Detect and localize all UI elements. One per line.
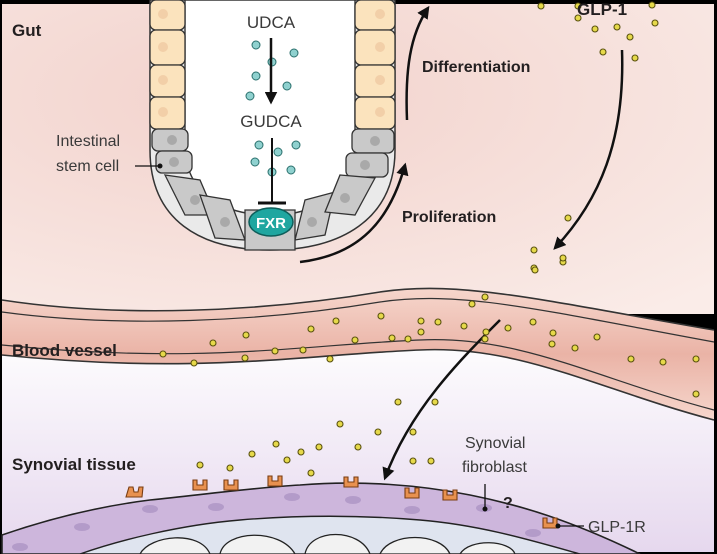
glp1r-callout: GLP-1R	[555, 519, 646, 536]
proliferation-label: Proliferation	[402, 209, 496, 226]
fibroblast-callout: Synovial fibroblast ?	[462, 435, 527, 512]
blood-vessel-label: Blood vessel	[12, 341, 117, 360]
fibroblast-label-line1: Synovial	[465, 435, 525, 452]
unknown-mechanism-mark: ?	[503, 495, 513, 512]
gudca-label: GUDCA	[240, 112, 302, 131]
glp1r-receptors	[125, 475, 558, 529]
udca-label: UDCA	[247, 13, 296, 32]
synovial-tissue-cells	[1, 482, 641, 554]
stem-cell-label-line1: Intestinal	[56, 133, 120, 150]
intestinal-crypt	[149, 0, 396, 251]
fxr-receptor: FXR	[248, 207, 294, 237]
bile-acid-molecules	[245, 40, 301, 177]
fxr-label: FXR	[256, 215, 286, 232]
synovial-tissue-label: Synovial tissue	[12, 455, 136, 474]
glp1-secretion-arrow	[553, 49, 624, 250]
glp1-label: GLP-1	[577, 0, 627, 19]
glp1r-label: GLP-1R	[588, 519, 646, 536]
gut-label: Gut	[12, 21, 42, 40]
glp1-molecules	[159, 1, 700, 544]
fibroblast-label-line2: fibroblast	[462, 459, 527, 476]
proliferation-arrow	[299, 162, 409, 264]
differentiation-arrow	[405, 5, 430, 121]
stem-cell-callout: Intestinal stem cell	[56, 133, 163, 175]
differentiation-label: Differentiation	[422, 59, 530, 76]
stem-cell-label-line2: stem cell	[56, 158, 119, 175]
